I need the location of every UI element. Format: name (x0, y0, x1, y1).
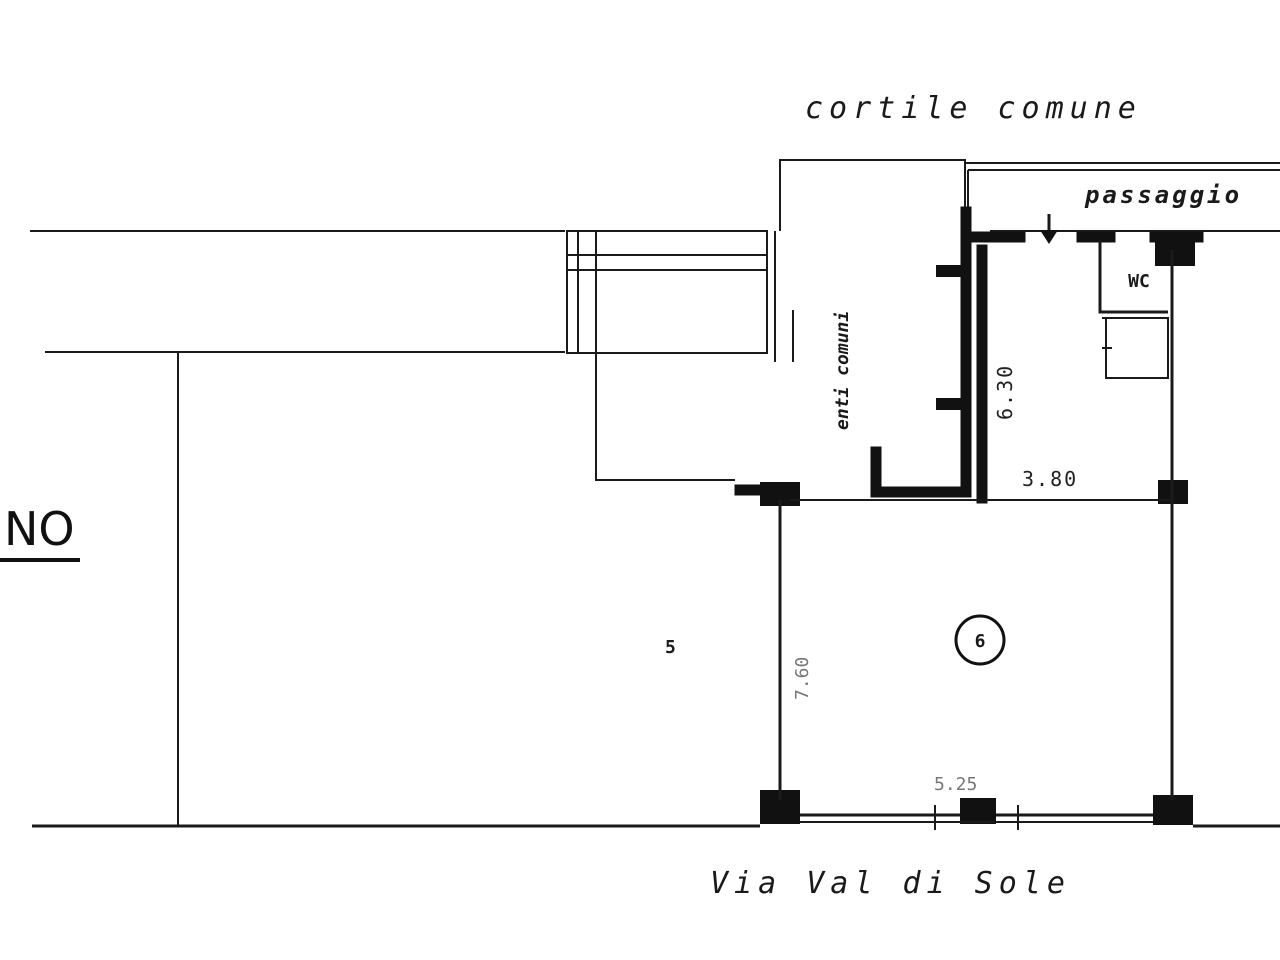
street-label: Via Val di Sole (710, 866, 1071, 901)
courtyard-label: cortile comune (805, 91, 1142, 126)
common-area-outline (595, 159, 966, 481)
passage-label: passaggio (1084, 181, 1242, 209)
entrance-arrow-icon (1040, 214, 1058, 244)
unit-number: 6 (975, 631, 986, 652)
neighbor-building-outline (30, 230, 760, 828)
wc-outline (1098, 240, 1169, 379)
unit-walls (734, 206, 1204, 504)
unit-number-circle (954, 614, 1006, 666)
neighbor-unit-number: 5 (665, 637, 676, 658)
front-door-ticks (934, 805, 1019, 830)
dimension-height: 6.30 (993, 364, 1017, 420)
common-entrance-label: enti comuni (832, 311, 853, 430)
passage-outline (965, 162, 1280, 232)
unit-6-outline (778, 250, 1280, 828)
stair-block (566, 230, 794, 362)
dimension-width: 3.80 (1022, 467, 1078, 491)
floor-label-fragment: NO (4, 502, 75, 556)
dimension-side: 7.60 (792, 657, 813, 700)
dimension-front: 5.25 (934, 774, 977, 795)
wc-label: WC (1128, 271, 1150, 292)
